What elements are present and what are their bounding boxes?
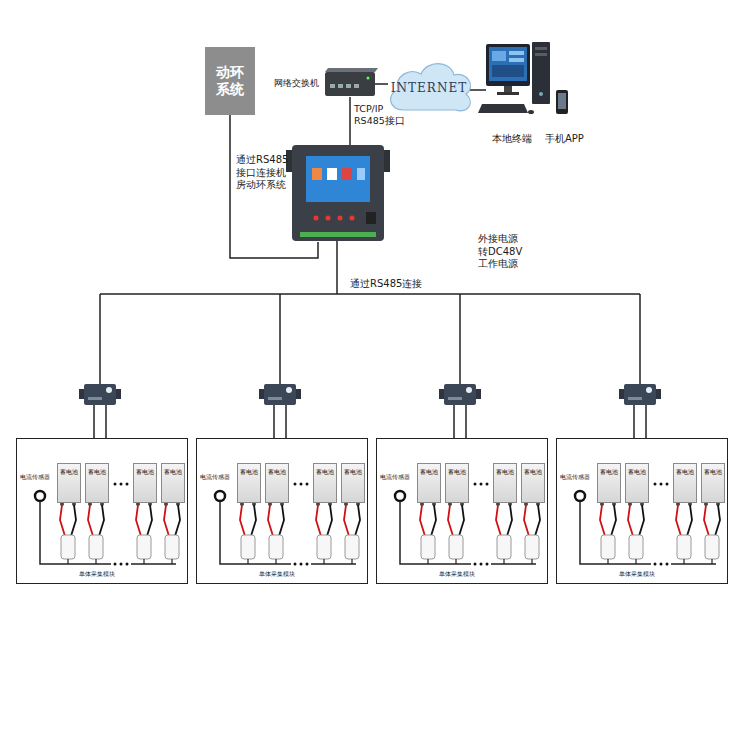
- system-label: 动环 系统: [214, 64, 246, 98]
- battery-label: 蓄电池: [88, 468, 106, 475]
- group-wiring: [395, 384, 540, 566]
- battery-box: 蓄电池: [85, 463, 109, 503]
- battery-label: 蓄电池: [240, 468, 258, 475]
- battery-box: 蓄电池: [625, 463, 649, 503]
- battery-box: 蓄电池: [673, 463, 697, 503]
- battery-label: 蓄电池: [496, 468, 514, 475]
- battery-label: 蓄电池: [448, 468, 466, 475]
- sensor-label: 电流传感器: [560, 473, 590, 480]
- battery-box: 蓄电池: [161, 463, 185, 503]
- monitor-host: [286, 145, 390, 241]
- battery-group-panel: 电流传感器单体采集模块蓄电池蓄电池蓄电池蓄电池: [556, 438, 728, 584]
- system-box: 动环 系统: [205, 47, 255, 115]
- computer: [478, 42, 568, 114]
- battery-label: 蓄电池: [524, 468, 542, 475]
- battery-label: 蓄电池: [600, 468, 618, 475]
- battery-label: 蓄电池: [316, 468, 334, 475]
- battery-label: 蓄电池: [268, 468, 286, 475]
- battery-group-panel: 电流传感器单体采集模块蓄电池蓄电池蓄电池蓄电池: [376, 438, 548, 584]
- cloud-label: INTERNET: [391, 81, 467, 95]
- battery-box: 蓄电池: [341, 463, 365, 503]
- switch-label: 网络交换机: [274, 78, 319, 89]
- sensor-label: 电流传感器: [200, 473, 230, 480]
- terminal-label: 本地终端: [492, 133, 532, 146]
- battery-box: 蓄电池: [597, 463, 621, 503]
- network-switch: [325, 68, 378, 96]
- wires: [100, 84, 640, 385]
- battery-box: 蓄电池: [701, 463, 725, 503]
- battery-box: 蓄电池: [521, 463, 545, 503]
- battery-group-panel: 电流传感器单体采集模块蓄电池蓄电池蓄电池蓄电池: [196, 438, 368, 584]
- sensor-label: 电流传感器: [380, 473, 410, 480]
- battery-box: 蓄电池: [313, 463, 337, 503]
- battery-label: 蓄电池: [136, 468, 154, 475]
- collector-label: 单体采集模块: [439, 570, 475, 577]
- battery-box: 蓄电池: [133, 463, 157, 503]
- battery-box: 蓄电池: [57, 463, 81, 503]
- battery-label: 蓄电池: [60, 468, 78, 475]
- battery-box: 蓄电池: [445, 463, 469, 503]
- power-note: 外接电源 转DC48V 工作电源: [478, 233, 528, 271]
- battery-label: 蓄电池: [420, 468, 438, 475]
- group-wiring: [35, 384, 180, 566]
- battery-box: 蓄电池: [237, 463, 261, 503]
- connection-note: 通过RS485 接口连接机 房动环系统: [236, 154, 290, 192]
- battery-box: 蓄电池: [265, 463, 289, 503]
- battery-label: 蓄电池: [164, 468, 182, 475]
- internet-cloud: INTERNET: [385, 58, 473, 118]
- sensor-label: 电流传感器: [20, 473, 50, 480]
- battery-label: 蓄电池: [344, 468, 362, 475]
- cloud-outline: [391, 64, 471, 111]
- battery-box: 蓄电池: [493, 463, 517, 503]
- collector-label: 单体采集模块: [619, 570, 655, 577]
- battery-groups: [35, 384, 720, 566]
- bus-label: 通过RS485连接: [350, 278, 422, 291]
- group-wiring: [215, 384, 360, 566]
- battery-group-panel: 电流传感器单体采集模块蓄电池蓄电池蓄电池蓄电池: [16, 438, 188, 584]
- interface-label: TCP/IP RS485接口: [354, 103, 408, 127]
- collector-label: 单体采集模块: [79, 570, 115, 577]
- battery-label: 蓄电池: [704, 468, 722, 475]
- collector-label: 单体采集模块: [259, 570, 295, 577]
- app-label: 手机APP: [545, 133, 584, 146]
- group-wiring: [575, 384, 720, 566]
- battery-label: 蓄电池: [676, 468, 694, 475]
- battery-label: 蓄电池: [628, 468, 646, 475]
- battery-box: 蓄电池: [417, 463, 441, 503]
